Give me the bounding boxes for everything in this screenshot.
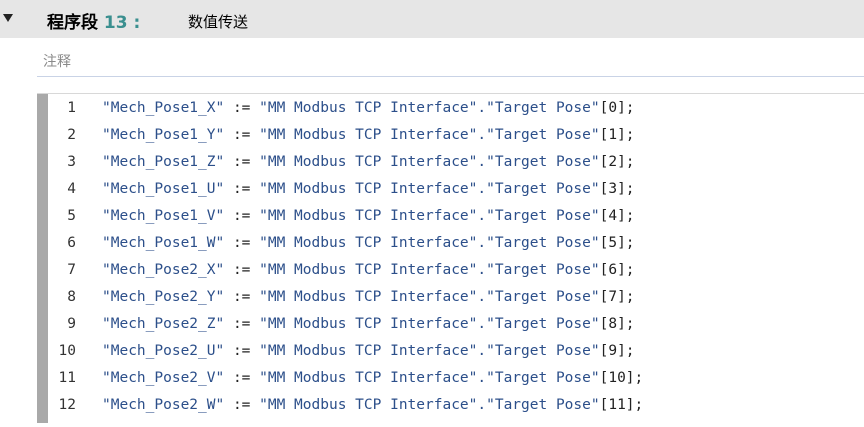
- array-index: [9];: [599, 343, 635, 359]
- assign-target: "Mech_Pose1_V": [102, 208, 225, 224]
- assign-source: "MM Modbus TCP Interface"."Target Pose": [259, 235, 600, 251]
- assign-source: "MM Modbus TCP Interface"."Target Pose": [259, 289, 600, 305]
- code-statement[interactable]: "Mech_Pose2_Z" := "MM Modbus TCP Interfa…: [102, 311, 635, 338]
- array-index: [1];: [599, 127, 635, 143]
- assign-source: "MM Modbus TCP Interface"."Target Pose": [259, 100, 600, 116]
- assign-target: "Mech_Pose2_U": [102, 343, 225, 359]
- comment-field[interactable]: 注释: [37, 44, 864, 77]
- assign-source: "MM Modbus TCP Interface"."Target Pose": [259, 343, 600, 359]
- assign-target: "Mech_Pose2_Z": [102, 316, 225, 332]
- comment-label: 注释: [43, 54, 71, 70]
- segment-label: 程序段: [47, 13, 98, 33]
- code-line[interactable]: 1 "Mech_Pose1_X" := "MM Modbus TCP Interf…: [48, 95, 864, 122]
- code-statement[interactable]: "Mech_Pose2_X" := "MM Modbus TCP Interfa…: [102, 257, 635, 284]
- network-header[interactable]: 程序段 13 : 数值传送: [0, 0, 864, 38]
- array-index: [4];: [599, 208, 635, 224]
- code-statement[interactable]: "Mech_Pose2_V" := "MM Modbus TCP Interfa…: [102, 365, 643, 392]
- assign-source: "MM Modbus TCP Interface"."Target Pose": [259, 181, 600, 197]
- assign-source: "MM Modbus TCP Interface"."Target Pose": [259, 154, 600, 170]
- array-index: [6];: [599, 262, 635, 278]
- code-statement[interactable]: "Mech_Pose2_Y" := "MM Modbus TCP Interfa…: [102, 284, 635, 311]
- array-index: [3];: [599, 181, 635, 197]
- code-statement[interactable]: "Mech_Pose1_Y" := "MM Modbus TCP Interfa…: [102, 122, 635, 149]
- code-statement[interactable]: "Mech_Pose2_U" := "MM Modbus TCP Interfa…: [102, 338, 635, 365]
- line-number: 2: [67, 127, 76, 143]
- assign-operator: :=: [224, 154, 260, 170]
- assign-operator: :=: [224, 235, 260, 251]
- assign-source: "MM Modbus TCP Interface"."Target Pose": [259, 316, 600, 332]
- code-statement[interactable]: "Mech_Pose2_W" := "MM Modbus TCP Interfa…: [102, 392, 643, 419]
- code-line[interactable]: 8 "Mech_Pose2_Y" := "MM Modbus TCP Interf…: [48, 284, 864, 311]
- array-index: [8];: [599, 316, 635, 332]
- array-index: [7];: [599, 289, 635, 305]
- assign-source: "MM Modbus TCP Interface"."Target Pose": [259, 397, 600, 413]
- code-statement[interactable]: "Mech_Pose1_U" := "MM Modbus TCP Interfa…: [102, 176, 635, 203]
- code-statement[interactable]: "Mech_Pose1_Z" := "MM Modbus TCP Interfa…: [102, 149, 635, 176]
- line-number: 5: [67, 208, 76, 224]
- code-editor[interactable]: 1 "Mech_Pose1_X" := "MM Modbus TCP Interf…: [37, 93, 864, 427]
- assign-source: "MM Modbus TCP Interface"."Target Pose": [259, 208, 600, 224]
- assign-source: "MM Modbus TCP Interface"."Target Pose": [259, 262, 600, 278]
- code-line[interactable]: 12 "Mech_Pose2_W" := "MM Modbus TCP Inter…: [48, 392, 864, 419]
- array-index: [5];: [599, 235, 635, 251]
- assign-target: "Mech_Pose1_Z": [102, 154, 225, 170]
- assign-operator: :=: [224, 343, 260, 359]
- assign-operator: :=: [224, 289, 260, 305]
- line-number: 7: [67, 262, 76, 278]
- line-number: 1: [67, 100, 76, 116]
- code-line[interactable]: 3 "Mech_Pose1_Z" := "MM Modbus TCP Interf…: [48, 149, 864, 176]
- assign-operator: :=: [224, 181, 260, 197]
- line-number: 10: [58, 343, 76, 359]
- array-index: [2];: [599, 154, 635, 170]
- editor-gutter: [37, 94, 48, 423]
- array-index: [10];: [599, 370, 644, 386]
- assign-operator: :=: [224, 100, 260, 116]
- assign-operator: :=: [224, 370, 260, 386]
- assign-target: "Mech_Pose1_W": [102, 235, 225, 251]
- assign-target: "Mech_Pose2_V": [102, 370, 225, 386]
- line-number: 11: [58, 370, 76, 386]
- assign-source: "MM Modbus TCP Interface"."Target Pose": [259, 370, 600, 386]
- code-line[interactable]: 5 "Mech_Pose1_V" := "MM Modbus TCP Interf…: [48, 203, 864, 230]
- assign-operator: :=: [224, 397, 260, 413]
- assign-target: "Mech_Pose2_W": [102, 397, 225, 413]
- segment-name[interactable]: 数值传送: [188, 13, 249, 31]
- code-statement[interactable]: "Mech_Pose1_W" := "MM Modbus TCP Interfa…: [102, 230, 635, 257]
- code-line[interactable]: 10 "Mech_Pose2_U" := "MM Modbus TCP Inter…: [48, 338, 864, 365]
- assign-target: "Mech_Pose1_X": [102, 100, 225, 116]
- code-statement[interactable]: "Mech_Pose1_X" := "MM Modbus TCP Interfa…: [102, 95, 635, 122]
- line-number: 4: [67, 181, 76, 197]
- code-lines: 1 "Mech_Pose1_X" := "MM Modbus TCP Interf…: [48, 95, 864, 419]
- code-line[interactable]: 2 "Mech_Pose1_Y" := "MM Modbus TCP Interf…: [48, 122, 864, 149]
- assign-source: "MM Modbus TCP Interface"."Target Pose": [259, 127, 600, 143]
- collapse-arrow-icon[interactable]: [3, 14, 13, 22]
- assign-operator: :=: [224, 127, 260, 143]
- segment-number: 13 :: [103, 13, 141, 33]
- line-number: 6: [67, 235, 76, 251]
- line-number: 9: [67, 316, 76, 332]
- assign-operator: :=: [224, 262, 260, 278]
- segment-title: 程序段 13 :: [47, 8, 140, 33]
- array-index: [11];: [599, 397, 644, 413]
- assign-operator: :=: [224, 316, 260, 332]
- line-number: 12: [58, 397, 76, 413]
- code-line[interactable]: 9 "Mech_Pose2_Z" := "MM Modbus TCP Interf…: [48, 311, 864, 338]
- assign-target: "Mech_Pose1_U": [102, 181, 225, 197]
- line-number: 8: [67, 289, 76, 305]
- code-line[interactable]: 11 "Mech_Pose2_V" := "MM Modbus TCP Inter…: [48, 365, 864, 392]
- assign-target: "Mech_Pose2_X": [102, 262, 225, 278]
- code-line[interactable]: 4 "Mech_Pose1_U" := "MM Modbus TCP Interf…: [48, 176, 864, 203]
- array-index: [0];: [599, 100, 635, 116]
- assign-target: "Mech_Pose1_Y": [102, 127, 225, 143]
- assign-operator: :=: [224, 208, 260, 224]
- code-statement[interactable]: "Mech_Pose1_V" := "MM Modbus TCP Interfa…: [102, 203, 635, 230]
- line-number: 3: [67, 154, 76, 170]
- code-line[interactable]: 6 "Mech_Pose1_W" := "MM Modbus TCP Interf…: [48, 230, 864, 257]
- assign-target: "Mech_Pose2_Y": [102, 289, 225, 305]
- code-line[interactable]: 7 "Mech_Pose2_X" := "MM Modbus TCP Interf…: [48, 257, 864, 284]
